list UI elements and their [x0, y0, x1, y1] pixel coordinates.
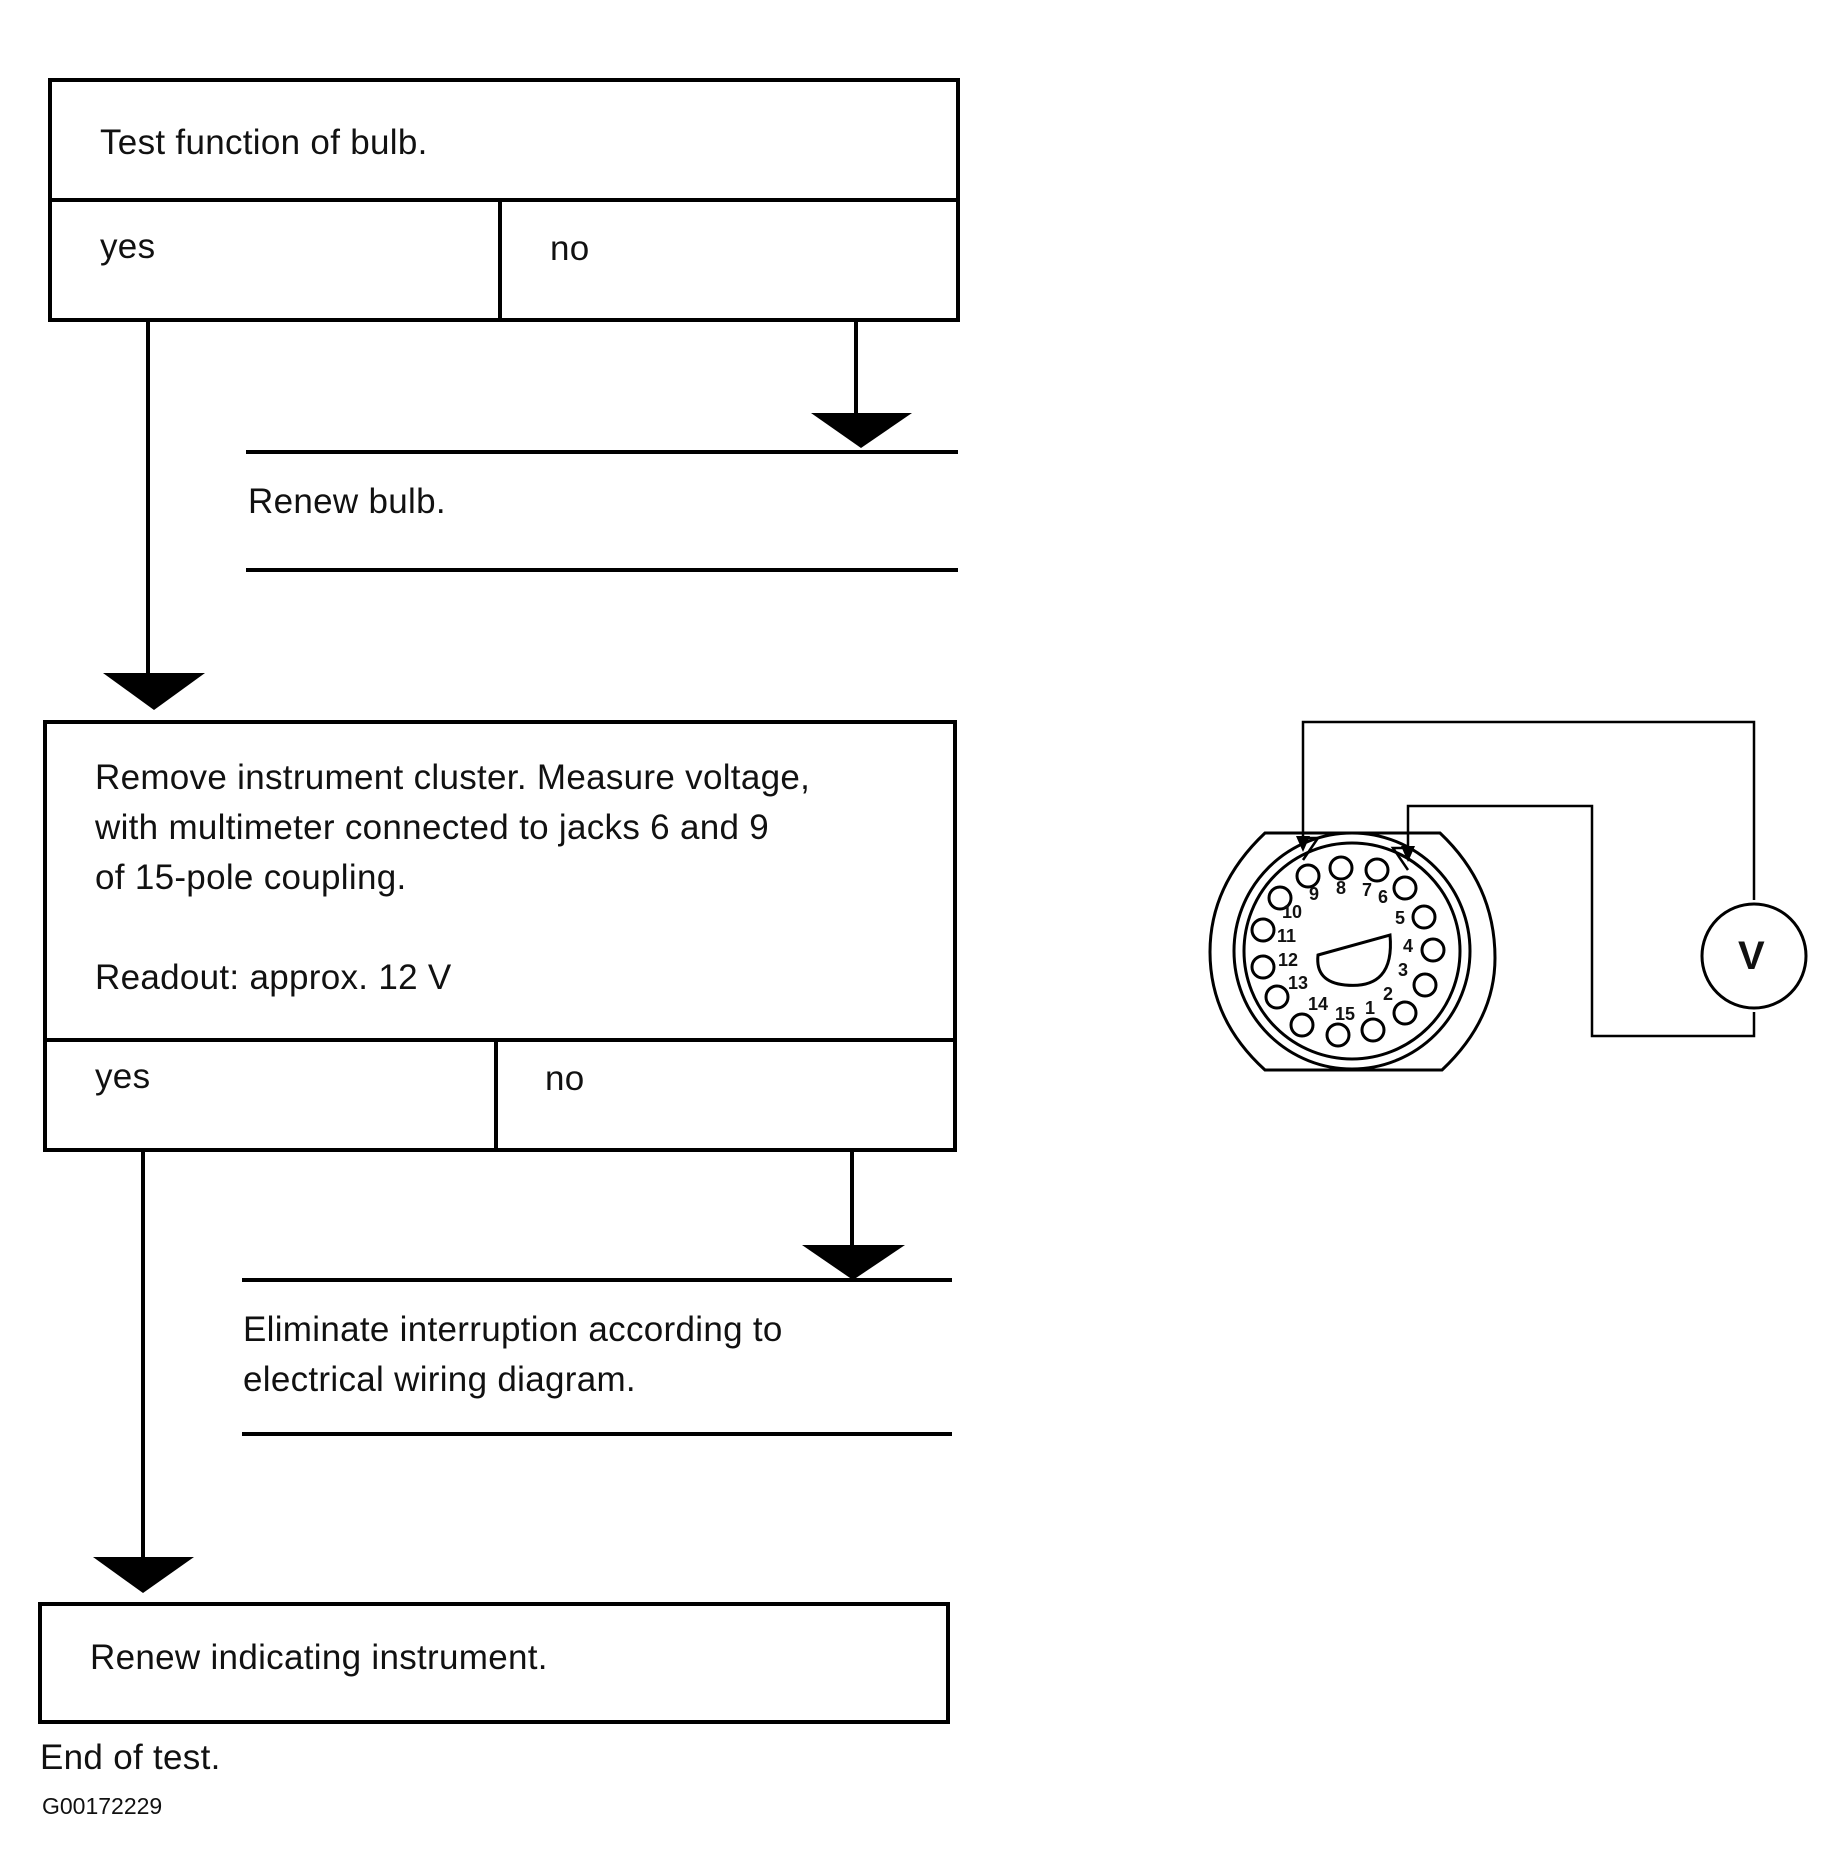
step2-box [43, 720, 957, 1152]
action1-text: Renew bulb. [248, 482, 446, 521]
pin-2-hole [1392, 1000, 1418, 1026]
action2-line-2: electrical wiring diagram. [243, 1360, 636, 1399]
pin-label-5: 5 [1395, 908, 1406, 928]
pin-4-hole [1420, 937, 1446, 963]
pin-label-2: 2 [1383, 984, 1394, 1004]
pin-10-hole [1267, 885, 1293, 911]
pin-label-3: 3 [1398, 960, 1409, 980]
step1-question: Test function of bulb. [100, 123, 428, 162]
pin-label-13: 13 [1288, 973, 1309, 993]
step1-yes-label: yes [100, 227, 156, 266]
pin-12-hole [1250, 954, 1276, 980]
step2-line-2: with multimeter connected to jacks 6 and… [95, 808, 770, 847]
pin-5-hole [1411, 904, 1437, 930]
pin-label-11: 11 [1277, 926, 1297, 946]
probe-6-arrowhead [1401, 846, 1415, 862]
pin-8-hole [1328, 855, 1354, 881]
action2-line-1: Eliminate interruption according to [243, 1310, 783, 1349]
final-box [38, 1602, 950, 1724]
pin-3-hole [1412, 972, 1438, 998]
wire-to-pin-6 [1406, 804, 1756, 1038]
probe-9-arrowhead [1296, 836, 1310, 852]
step2-readout: Readout: approx. 12 V [95, 958, 452, 997]
end-of-test: End of test. [40, 1738, 221, 1777]
pin-11-hole [1250, 917, 1276, 943]
connector-diagram [1208, 831, 1497, 1072]
figure-id: G00172229 [42, 1793, 163, 1819]
pin-6-hole [1392, 875, 1418, 901]
connector-key [1316, 933, 1392, 987]
pin-label-12: 12 [1278, 950, 1299, 970]
step2-yes-label: yes [95, 1057, 151, 1096]
pin-label-9: 9 [1309, 884, 1320, 904]
step2-line-1: Remove instrument cluster. Measure volta… [95, 758, 811, 797]
pin-label-8: 8 [1336, 878, 1347, 898]
connector-inner-ring [1242, 841, 1462, 1061]
final-text: Renew indicating instrument. [90, 1638, 548, 1677]
voltmeter-label: V [1738, 934, 1765, 978]
pin-label-1: 1 [1365, 998, 1376, 1018]
step1-no-label: no [550, 229, 590, 268]
step2-no-arrowhead [802, 1245, 905, 1280]
pin-label-14: 14 [1308, 994, 1329, 1014]
connector-pins [1250, 855, 1446, 1048]
step2-yes-arrowhead [93, 1557, 194, 1593]
step1-no-arrowhead [811, 413, 912, 448]
pin-label-6: 6 [1378, 887, 1389, 907]
step2-line-3: of 15-pole coupling. [95, 858, 407, 897]
step1-yes-arrowhead [103, 673, 205, 710]
pin-label-4: 4 [1403, 936, 1414, 956]
pin-7-hole [1364, 857, 1390, 883]
pin-label-15: 15 [1335, 1004, 1356, 1024]
pin-label-10: 10 [1282, 902, 1303, 922]
pin-9-hole [1295, 863, 1321, 889]
pin-15-hole [1325, 1022, 1351, 1048]
wire-to-pin-9 [1301, 720, 1756, 900]
connector-outer-ring [1232, 831, 1472, 1071]
pin-label-7: 7 [1362, 880, 1373, 900]
voltmeter-circle [1700, 902, 1808, 1010]
pin-1-hole [1360, 1017, 1386, 1043]
step2-no-label: no [545, 1059, 585, 1098]
connector-housing [1208, 831, 1497, 1072]
pin-14-hole [1289, 1012, 1315, 1038]
pin-13-hole [1264, 984, 1290, 1010]
